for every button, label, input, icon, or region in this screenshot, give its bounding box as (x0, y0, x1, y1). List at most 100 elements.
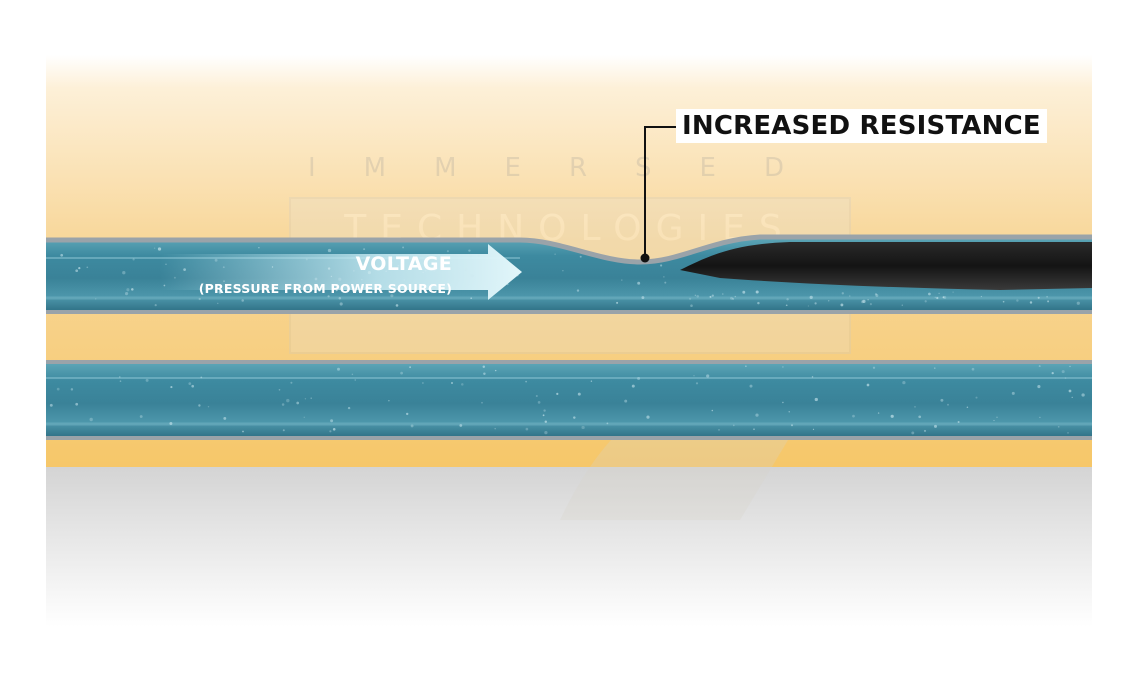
particle (354, 379, 356, 381)
particle (403, 279, 406, 281)
particle (338, 297, 342, 300)
particle (154, 304, 157, 307)
particle (631, 384, 635, 388)
particle (637, 281, 641, 285)
particle (95, 298, 97, 300)
particle (1011, 391, 1015, 395)
particle (145, 378, 149, 382)
particle (409, 366, 411, 369)
particle (543, 409, 546, 412)
particle (198, 404, 201, 407)
particle (1081, 393, 1085, 397)
pipe-bottom-water (46, 362, 1092, 438)
particle (782, 366, 784, 368)
particle (732, 424, 735, 427)
particle (811, 376, 814, 378)
particle (363, 248, 366, 251)
particle (86, 266, 89, 269)
particle (812, 428, 815, 431)
pipe-bottom (46, 360, 1092, 440)
particle (278, 388, 281, 391)
particle (222, 266, 225, 269)
particle (385, 270, 387, 273)
particle (207, 405, 210, 408)
particle (361, 278, 363, 281)
particle (862, 299, 866, 304)
particle (742, 290, 746, 294)
increased-resistance-label: INCREASED RESISTANCE (676, 109, 1047, 143)
particle (711, 294, 714, 297)
particle (730, 296, 733, 300)
particle (841, 292, 844, 295)
particle (214, 258, 218, 262)
particle (464, 268, 468, 271)
particle (1038, 365, 1041, 368)
particle (749, 384, 753, 388)
particle (1064, 377, 1067, 379)
particle (1068, 389, 1072, 393)
particle (535, 394, 538, 398)
particle (1069, 365, 1071, 368)
particle (468, 249, 471, 252)
particle (1076, 301, 1080, 305)
particle (329, 430, 332, 433)
particle (664, 281, 667, 284)
particle (400, 371, 403, 375)
particle (576, 289, 580, 292)
particle (828, 300, 830, 302)
particle (126, 288, 130, 292)
particle (637, 376, 641, 381)
particle (170, 386, 173, 389)
particle (78, 266, 81, 270)
particle (938, 292, 940, 295)
particle (872, 366, 876, 369)
particle (173, 276, 176, 279)
particle (163, 284, 166, 287)
particle (388, 400, 390, 402)
particle (544, 430, 548, 435)
particle (1057, 425, 1060, 428)
particle (330, 275, 333, 278)
particle (914, 406, 916, 408)
particle (89, 417, 93, 422)
particle (542, 414, 545, 417)
particle (581, 425, 585, 430)
particle (258, 247, 260, 249)
particle (482, 365, 486, 369)
particle (1061, 370, 1065, 374)
particle (860, 300, 864, 304)
particle (282, 429, 285, 432)
particle (1029, 301, 1033, 304)
particle (296, 401, 300, 405)
particle (410, 424, 414, 428)
particle (1016, 299, 1019, 302)
particle (875, 294, 879, 297)
particle (122, 271, 126, 275)
particle (223, 280, 225, 282)
particle (183, 268, 186, 271)
watermark-line1: IMMERSED (308, 153, 832, 183)
particle (422, 382, 424, 384)
particle (330, 419, 334, 423)
particle (943, 295, 947, 300)
pipe-top-wall-upper (46, 234, 1092, 265)
particle (397, 265, 400, 267)
particle (198, 297, 201, 301)
particle (641, 296, 645, 300)
particle (809, 295, 813, 299)
particle (327, 267, 331, 270)
particle (119, 380, 122, 382)
particle (217, 302, 219, 305)
particle (785, 304, 788, 307)
particle (477, 254, 480, 257)
particle (755, 413, 759, 417)
particle (75, 402, 79, 406)
particle (338, 277, 342, 281)
particle (125, 292, 129, 296)
particle (353, 270, 355, 272)
particle (840, 303, 844, 307)
voltage-arrow (160, 244, 522, 300)
particle (866, 383, 870, 387)
particle (757, 301, 760, 305)
